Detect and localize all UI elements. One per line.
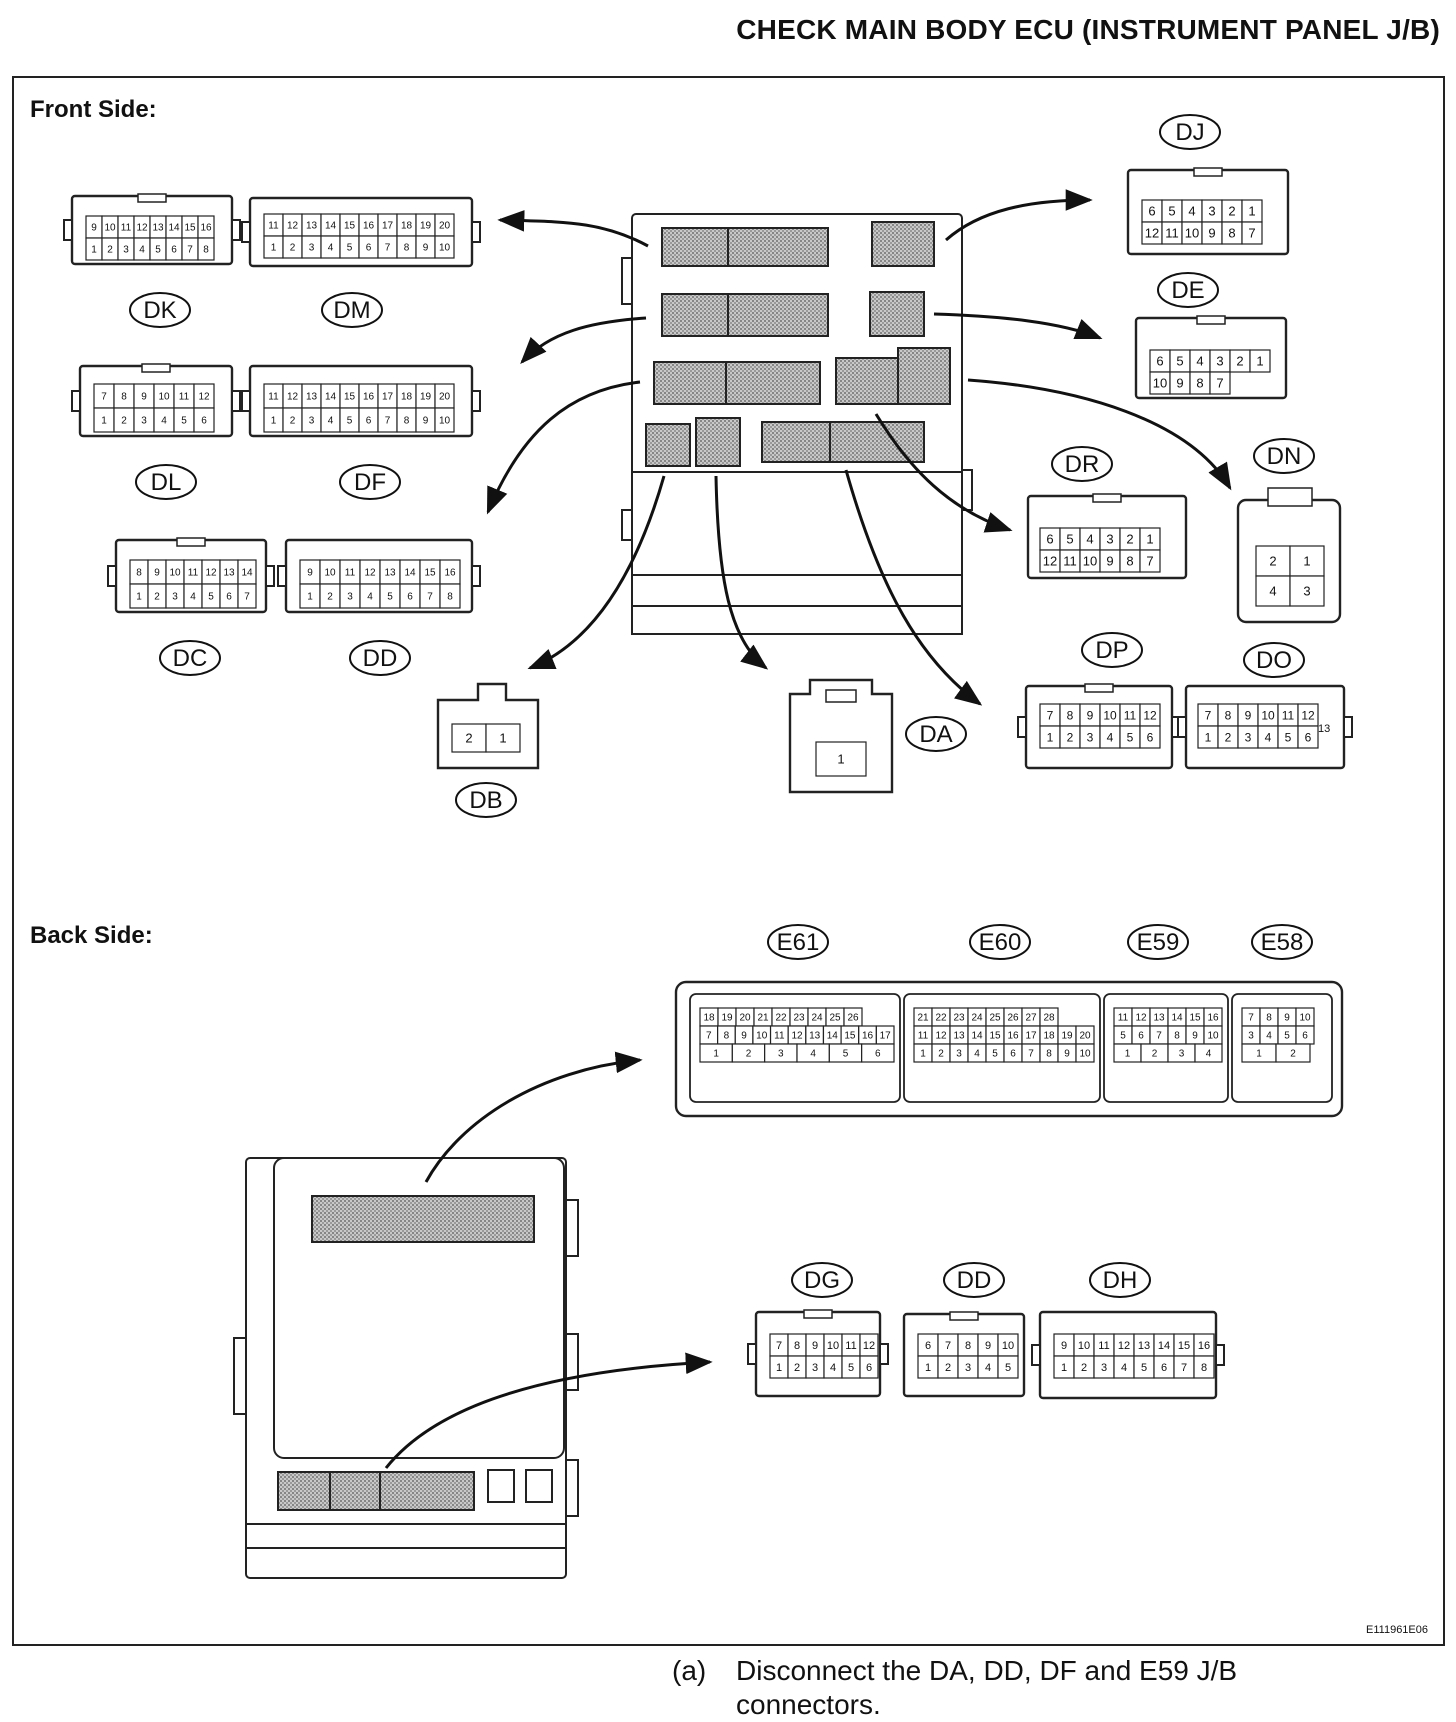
front-side-label: Front Side:: [30, 96, 157, 123]
caption-number: (a): [672, 1655, 707, 1686]
page-title: CHECK MAIN BODY ECU (INSTRUMENT PANEL J/…: [736, 14, 1440, 45]
diagram-frame: [12, 76, 1445, 1646]
figure-id: E111961E06: [1366, 1624, 1428, 1636]
caption-text: Disconnect the DA, DD, DF and E59 J/B co…: [736, 1655, 1238, 1720]
back-side-label: Back Side:: [30, 922, 153, 949]
